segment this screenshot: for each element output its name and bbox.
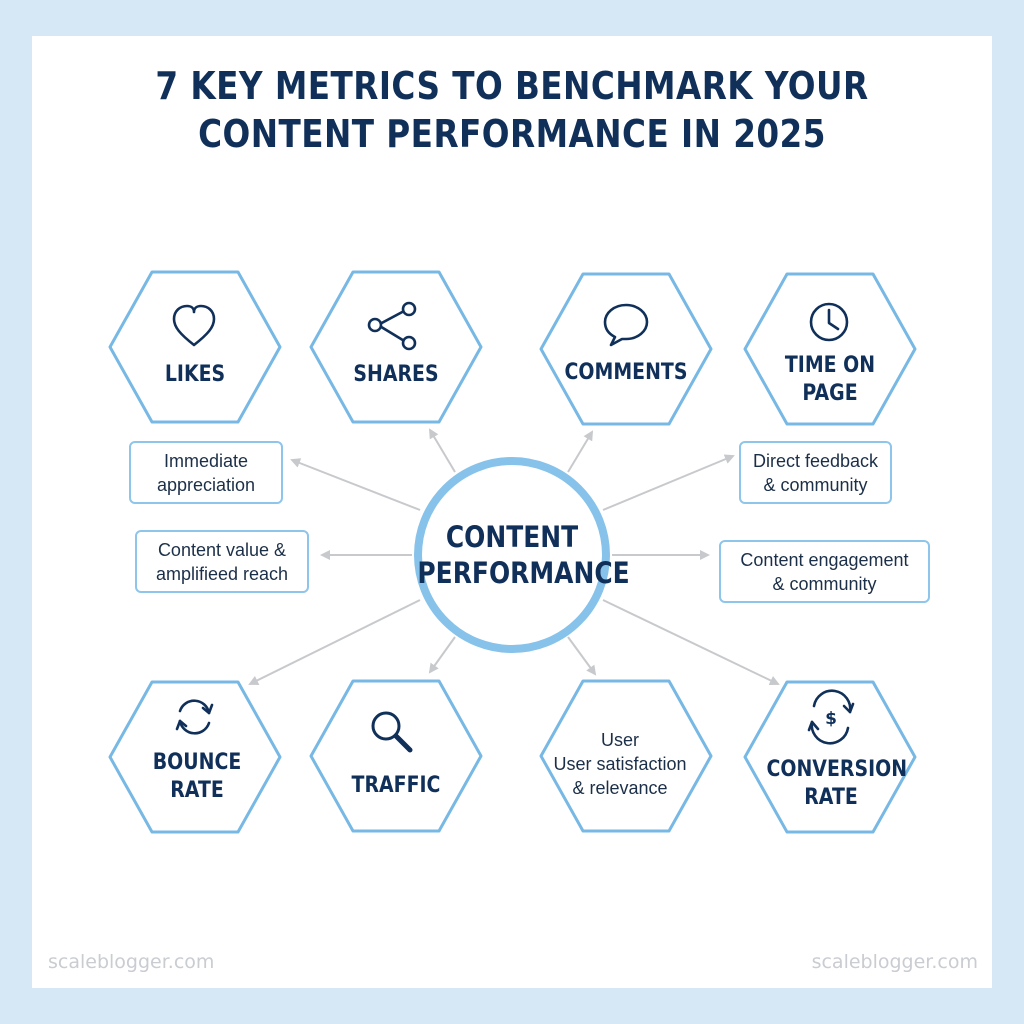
arrow-to-direct-feedback — [602, 454, 735, 511]
dollar-sign: $ — [825, 709, 837, 729]
note-immediate-appreciation: Immediate appreciation — [129, 441, 283, 504]
metric-bounce-rate-label: BOUNCE RATE — [152, 750, 242, 803]
hexagon-bounce-rate — [108, 680, 282, 834]
center-label: CONTENT PERFORMANCE — [417, 520, 630, 590]
hexagon-user-satisfaction — [539, 679, 713, 833]
metric-time-on-page-label: TIME ON PAGE — [784, 353, 876, 406]
metric-likes-label: LIKES — [164, 362, 226, 387]
share-icon — [367, 301, 417, 351]
arrow-to-traffic — [428, 636, 456, 674]
note-direct-feedback: Direct feedback & community — [739, 441, 892, 504]
title-line-1: 7 KEY METRICS TO BENCHMARK YOUR — [155, 64, 869, 108]
metric-traffic-label: TRAFFIC — [351, 773, 441, 798]
title-line-2: CONTENT PERFORMANCE IN 2025 — [198, 112, 826, 156]
clock-icon — [809, 302, 849, 342]
note-content-value: Content value & amplifieed reach — [135, 530, 309, 593]
metric-user-satisfaction-label: User User satisfaction & relevance — [553, 730, 687, 798]
dollar-cycle-icon — [807, 689, 855, 745]
note-content-engagement: Content engagement & community — [719, 540, 930, 603]
arrow-to-bounce-rate — [248, 599, 421, 685]
hexagon-comments — [539, 272, 713, 426]
page-title: 7 KEY METRICS TO BENCHMARK YOUR CONTENT … — [72, 62, 953, 158]
hexagon-conversion-rate — [743, 680, 917, 834]
arrow-to-comments — [567, 430, 594, 473]
arrow-to-conversion-rate — [602, 599, 780, 686]
metric-comments-label: COMMENTS — [564, 360, 688, 385]
hexagon-traffic — [309, 679, 483, 833]
magnifier-icon — [371, 711, 413, 753]
footer-watermark-left: scaleblogger.com — [48, 951, 215, 973]
footer-watermark-right: scaleblogger.com — [811, 951, 978, 973]
hexagon-shares — [309, 270, 483, 424]
speech-bubble-icon — [603, 303, 649, 347]
metric-shares-label: SHARES — [353, 362, 439, 387]
arrow-to-immediate-appreciation — [290, 458, 421, 511]
heart-icon — [172, 304, 216, 347]
arrow-to-shares — [428, 428, 456, 473]
metric-conversion-rate-label: CONVERSION RATE — [766, 757, 908, 810]
refresh-icon — [175, 699, 214, 735]
hexagon-time-on-page — [743, 272, 917, 426]
center-ring — [414, 457, 610, 653]
arrow-to-user-satisfaction — [567, 636, 597, 676]
hexagon-likes — [108, 270, 282, 424]
